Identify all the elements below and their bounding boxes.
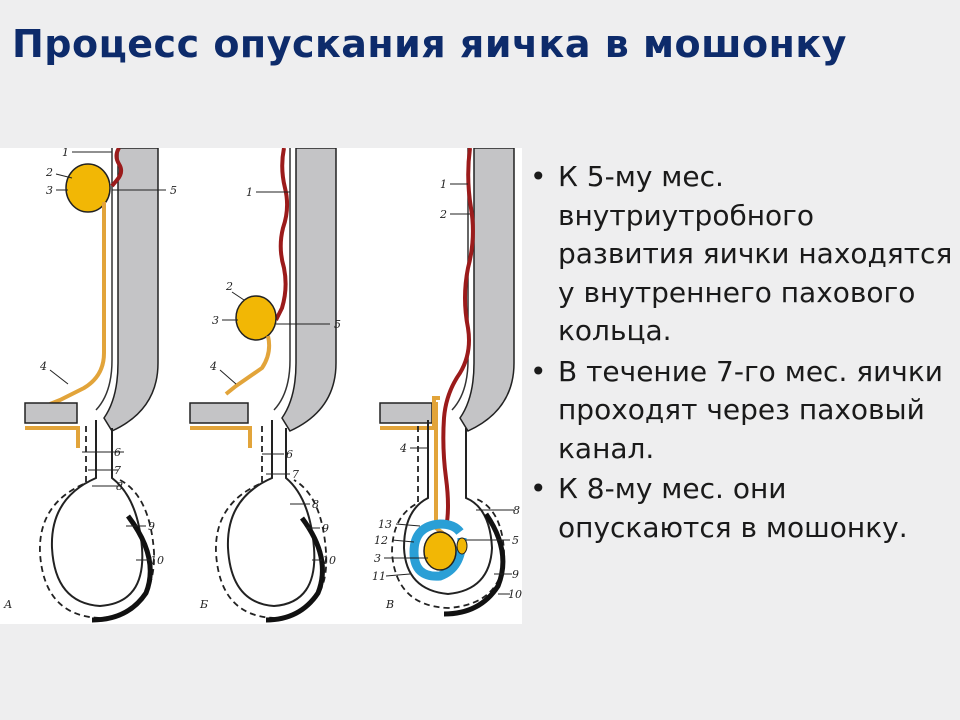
gubernaculum xyxy=(49,202,106,406)
label-c-1: 1 xyxy=(440,178,447,191)
panel-a: 1 2 3 5 4 6 7 8 9 10 А xyxy=(3,148,177,623)
label-b-4: 4 xyxy=(209,360,217,373)
label-a-5: 5 xyxy=(170,184,177,197)
label-b-7: 7 xyxy=(292,468,299,481)
scrotal-skin xyxy=(443,512,506,617)
bullet-item: К 5-му мес. внутриутробного развития яич… xyxy=(528,158,954,351)
label-c-9: 9 xyxy=(512,568,519,581)
fascia-dashed xyxy=(391,426,505,609)
gubernaculum xyxy=(224,335,272,396)
label-a-1: 1 xyxy=(62,148,69,159)
leader-lines-a xyxy=(49,151,166,561)
label-c-11: 11 xyxy=(372,570,386,583)
tunica-vaginalis xyxy=(409,519,467,581)
label-c-10: 10 xyxy=(508,588,522,601)
muscle-fascia xyxy=(190,426,252,448)
fascia-dashed xyxy=(39,426,155,619)
diagram-svg: 1 2 3 5 4 6 7 8 9 10 А xyxy=(3,148,522,623)
testicular-descent-diagram: 1 2 3 5 4 6 7 8 9 10 А xyxy=(0,148,522,624)
testis xyxy=(423,531,457,571)
label-a-8: 8 xyxy=(116,480,123,493)
label-a-4: 4 xyxy=(39,360,47,373)
label-b-3: 3 xyxy=(212,314,219,327)
label-a-10: 10 xyxy=(150,554,164,567)
label-c-5: 5 xyxy=(512,534,519,547)
peritoneum-line xyxy=(95,148,113,411)
leader-lines-c xyxy=(384,183,514,595)
label-c-8: 8 xyxy=(513,504,520,517)
label-c-12: 12 xyxy=(374,534,388,547)
label-c-3: 3 xyxy=(374,552,381,565)
muscle-layer xyxy=(24,402,78,424)
label-a-7: 7 xyxy=(114,464,121,477)
testicular-vessels xyxy=(441,148,475,529)
label-c-13: 13 xyxy=(378,518,392,531)
processus-vaginalis xyxy=(226,420,316,608)
slide-title: Процесс опускания яичка в мошонку xyxy=(12,22,847,66)
testicular-vessels xyxy=(110,148,124,188)
bullet-item: В течение 7-го мес. яички проходят через… xyxy=(528,353,954,469)
panel-letter-c: В xyxy=(385,598,394,611)
bullet-item: К 8-му мес. они опускаются в мошонку. xyxy=(528,470,954,547)
bullet-list: К 5-му мес. внутриутробного развития яич… xyxy=(528,158,954,549)
label-a-6: 6 xyxy=(114,446,121,459)
label-b-2: 2 xyxy=(225,280,233,293)
scrotal-skin xyxy=(91,514,153,623)
processus-vaginalis xyxy=(402,420,494,596)
muscle-layer xyxy=(379,402,433,424)
label-b-10: 10 xyxy=(322,554,336,567)
panel-c: 1 2 4 8 13 12 5 3 11 9 10 В xyxy=(372,148,522,617)
testis xyxy=(235,295,277,341)
abdominal-wall xyxy=(459,148,515,432)
panel-letter-a: А xyxy=(3,598,12,611)
label-b-6: 6 xyxy=(286,448,293,461)
epididymis xyxy=(456,537,468,555)
testis xyxy=(65,163,111,213)
panel-b: 1 2 3 5 4 6 7 8 9 10 Б xyxy=(189,148,341,623)
muscle-fascia xyxy=(25,426,80,448)
label-b-5: 5 xyxy=(334,318,341,331)
muscle-layer xyxy=(189,402,249,424)
processus-vaginalis xyxy=(50,420,144,608)
peritoneum-line xyxy=(273,148,291,411)
label-b-1: 1 xyxy=(246,186,253,199)
label-b-9: 9 xyxy=(322,522,329,535)
label-a-2: 2 xyxy=(45,166,53,179)
label-a-9: 9 xyxy=(148,520,155,533)
label-c-4: 4 xyxy=(399,442,407,455)
panel-letter-b: Б xyxy=(199,598,208,611)
scrotal-skin xyxy=(265,516,325,623)
leader-lines-b xyxy=(219,191,330,561)
testicular-vessels xyxy=(274,148,290,321)
abdominal-wall xyxy=(281,148,337,432)
label-a-3: 3 xyxy=(46,184,53,197)
label-b-8: 8 xyxy=(312,498,319,511)
label-c-2: 2 xyxy=(439,208,447,221)
